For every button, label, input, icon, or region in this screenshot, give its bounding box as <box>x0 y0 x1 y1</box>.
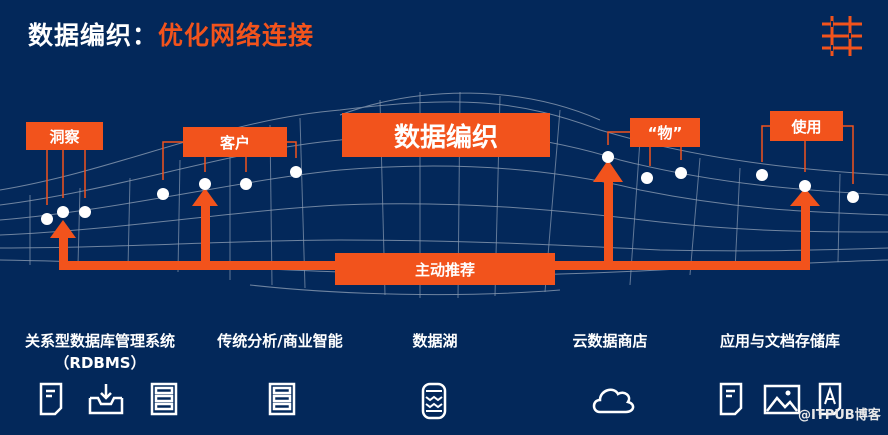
text-file-icon <box>818 382 842 416</box>
download-tray-icon <box>88 384 124 415</box>
label-customer: 客户 <box>183 127 287 157</box>
category-label: 关系型数据库管理系统 <box>24 332 175 350</box>
label-data-fabric: 数据编织 <box>342 113 550 157</box>
category-rdbms: 关系型数据库管理系统 （RDBMS） <box>10 330 190 374</box>
server-icon <box>150 382 178 416</box>
category-label: 数据湖 <box>412 332 458 350</box>
server-icon <box>268 382 296 416</box>
image-icon <box>763 384 801 415</box>
weave-logo-icon <box>822 16 862 56</box>
label-usage: 使用 <box>770 111 843 141</box>
watermark: @ITPUB博客 <box>798 408 881 423</box>
cloud-icon <box>592 388 635 414</box>
label-things: “物” <box>630 118 700 147</box>
category-cloud-store: 云数据商店 <box>560 330 660 352</box>
category-label: 传统分析/商业智能 <box>217 332 343 350</box>
category-data-lake: 数据湖 <box>395 330 475 352</box>
category-analytics: 传统分析/商业智能 <box>205 330 355 352</box>
slide-title: 数据编织：优化网络连接 <box>28 16 314 52</box>
label-insight: 洞察 <box>26 122 103 150</box>
document-icon <box>719 382 743 416</box>
category-label: 云数据商店 <box>572 332 648 350</box>
label-proactive-recommend: 主动推荐 <box>335 253 555 285</box>
title-main: 数据编织： <box>28 21 159 50</box>
document-icon <box>39 382 63 416</box>
data-points <box>41 151 859 225</box>
category-label: 应用与文档存储库 <box>719 332 840 350</box>
category-sublabel: （RDBMS） <box>54 354 146 372</box>
category-app-doc-repo: 应用与文档存储库 <box>705 330 855 352</box>
database-icon <box>421 382 447 420</box>
title-highlight: 优化网络连接 <box>158 21 315 50</box>
connector-lines <box>46 125 854 205</box>
